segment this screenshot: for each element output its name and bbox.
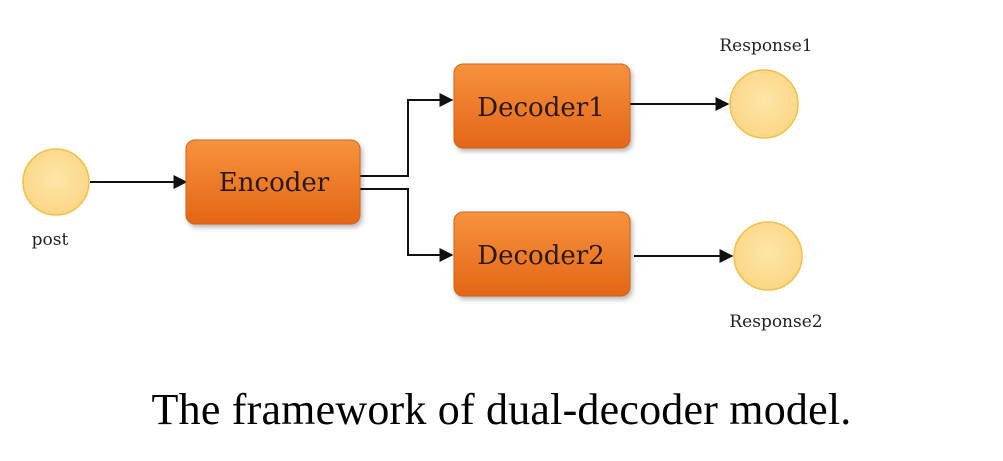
encoder-label: Encoder — [219, 168, 330, 198]
decoder1-label: Decoder1 — [477, 93, 604, 123]
post-node — [22, 148, 90, 216]
dual-decoder-diagram: post Encoder Decoder1 Decoder2 Response1… — [22, 36, 823, 332]
post-label: post — [32, 230, 69, 250]
encoder-box — [185, 139, 361, 225]
arrow-encoder-to-decoder2 — [360, 188, 454, 262]
decoder2-label: Decoder2 — [477, 241, 604, 271]
decoder2-box — [453, 211, 631, 297]
response1-label: Response1 — [719, 36, 812, 56]
response1-node — [729, 69, 799, 139]
figure-caption: The framework of dual-decoder model. — [151, 385, 852, 434]
response2-node — [733, 221, 803, 291]
decoder1-box — [453, 63, 631, 149]
arrow-encoder-to-decoder1 — [360, 93, 454, 177]
response2-label: Response2 — [729, 312, 822, 332]
